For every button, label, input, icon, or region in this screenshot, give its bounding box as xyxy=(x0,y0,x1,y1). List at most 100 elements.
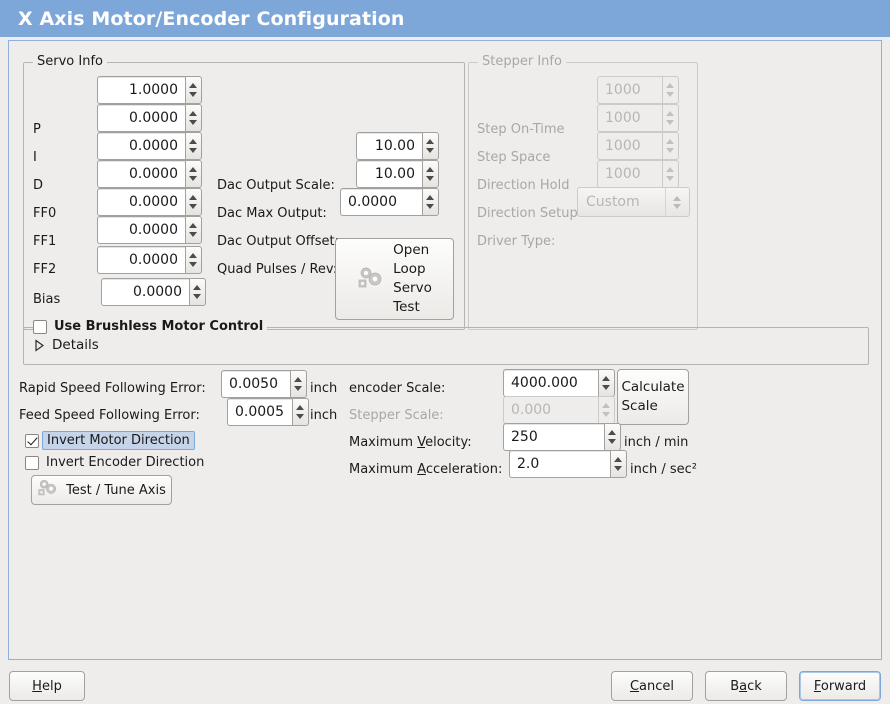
servo-input-i[interactable]: 0.0000 xyxy=(97,104,202,132)
spinner-down-icon[interactable] xyxy=(426,176,435,181)
spinner-up-icon[interactable] xyxy=(189,139,198,144)
spinner-up-icon[interactable] xyxy=(189,195,198,200)
spinner-up-icon[interactable] xyxy=(193,285,202,290)
dac-max-output-spinner[interactable] xyxy=(422,160,439,188)
back-button[interactable]: Back xyxy=(705,671,787,701)
servo-input-i-value[interactable]: 0.0000 xyxy=(97,104,185,132)
use-brushless-label: Use Brushless Motor Control xyxy=(54,319,264,334)
open-loop-servo-test-button[interactable]: Open Loop Servo Test xyxy=(335,238,454,320)
servo-input-p-spinner[interactable] xyxy=(185,76,202,104)
spinner-up-icon[interactable] xyxy=(426,167,435,172)
spinner-down-icon[interactable] xyxy=(608,439,617,444)
help-button[interactable]: Help xyxy=(9,671,85,701)
spinner-down-icon[interactable] xyxy=(614,466,623,471)
spinner-down-icon[interactable] xyxy=(602,385,611,390)
servo-input-ff2[interactable]: 0.0000 xyxy=(97,216,202,244)
servo-input-p[interactable]: 1.0000 xyxy=(97,76,202,104)
spinner-up-icon[interactable] xyxy=(602,376,611,381)
checkbox-box-icon[interactable] xyxy=(33,319,47,334)
test-tune-axis-button[interactable]: Test / Tune Axis xyxy=(31,475,172,505)
spinner-up-icon[interactable] xyxy=(189,253,198,258)
servo-input-ff1-value[interactable]: 0.0000 xyxy=(97,188,185,216)
servo-input-ff1-spinner[interactable] xyxy=(185,188,202,216)
feed-following-error-spinner[interactable] xyxy=(292,398,309,426)
details-expander[interactable]: Details xyxy=(34,337,99,353)
invert-motor-direction-checkbox[interactable]: Invert Motor Direction xyxy=(25,431,195,450)
servo-input-deadband[interactable]: 0.0000 xyxy=(101,278,206,306)
servo-input-p-value[interactable]: 1.0000 xyxy=(97,76,185,104)
cancel-button[interactable]: Cancel xyxy=(611,671,693,701)
chevron-right-icon[interactable] xyxy=(34,339,45,352)
checkbox-box-icon[interactable] xyxy=(25,455,39,470)
dac-output-scale-input[interactable]: 10.00 xyxy=(356,132,439,160)
maximum-acceleration-spinner[interactable] xyxy=(610,450,627,478)
servo-input-bias-spinner[interactable] xyxy=(185,246,202,274)
checkbox-box-icon[interactable] xyxy=(25,433,39,448)
spinner-up-icon[interactable] xyxy=(426,195,435,200)
servo-input-deadband-spinner[interactable] xyxy=(189,278,206,306)
dac-output-scale-value[interactable]: 10.00 xyxy=(356,132,422,160)
spinner-up-icon[interactable] xyxy=(296,405,305,410)
spinner-up-icon[interactable] xyxy=(189,223,198,228)
rapid-following-error-spinner[interactable] xyxy=(290,370,307,398)
servo-input-ff0-spinner[interactable] xyxy=(185,160,202,188)
feed-following-error-input[interactable]: 0.0005 xyxy=(227,398,309,426)
dac-max-output-input[interactable]: 10.00 xyxy=(356,160,439,188)
dac-output-offset-value[interactable]: 0.0000 xyxy=(340,188,422,216)
dac-output-offset-input[interactable]: 0.0000 xyxy=(340,188,439,216)
rapid-following-error-input[interactable]: 0.0050 xyxy=(221,370,307,398)
servo-input-bias[interactable]: 0.0000 xyxy=(97,246,202,274)
calculate-scale-button[interactable]: Calculate Scale xyxy=(617,369,689,425)
spinner-down-icon[interactable] xyxy=(189,204,198,209)
servo-input-d-value[interactable]: 0.0000 xyxy=(97,132,185,160)
maximum-acceleration-input[interactable]: 2.0 xyxy=(509,450,627,478)
forward-button[interactable]: Forward xyxy=(799,671,881,701)
spinner-down-icon[interactable] xyxy=(426,148,435,153)
dac-max-output-value[interactable]: 10.00 xyxy=(356,160,422,188)
servo-input-ff2-spinner[interactable] xyxy=(185,216,202,244)
spinner-down-icon[interactable] xyxy=(294,386,303,391)
spinner-down-icon[interactable] xyxy=(189,120,198,125)
spinner-up-icon[interactable] xyxy=(608,430,617,435)
spinner-down-icon[interactable] xyxy=(189,176,198,181)
servo-input-ff0-value[interactable]: 0.0000 xyxy=(97,160,185,188)
spinner-down-icon[interactable] xyxy=(189,232,198,237)
maximum-velocity-input[interactable]: 250 xyxy=(503,423,621,451)
use-brushless-checkbox[interactable]: Use Brushless Motor Control xyxy=(33,319,263,334)
servo-input-i-spinner[interactable] xyxy=(185,104,202,132)
spinner-up-icon[interactable] xyxy=(189,111,198,116)
spinner-up-icon[interactable] xyxy=(426,139,435,144)
invert-encoder-direction-checkbox[interactable]: Invert Encoder Direction xyxy=(25,455,204,470)
maximum-acceleration-value[interactable]: 2.0 xyxy=(509,450,610,478)
spinner-up-icon[interactable] xyxy=(189,167,198,172)
servo-input-ff2-value[interactable]: 0.0000 xyxy=(97,216,185,244)
spinner-up-icon[interactable] xyxy=(189,83,198,88)
rapid-following-error-value[interactable]: 0.0050 xyxy=(221,370,290,398)
servo-input-d[interactable]: 0.0000 xyxy=(97,132,202,160)
encoder-scale-input[interactable]: 4000.000 xyxy=(503,369,615,397)
maximum-velocity-value[interactable]: 250 xyxy=(503,423,604,451)
maximum-velocity-spinner[interactable] xyxy=(604,423,621,451)
dac-output-scale-spinner[interactable] xyxy=(422,132,439,160)
servo-input-bias-value[interactable]: 0.0000 xyxy=(97,246,185,274)
feed-following-error-value[interactable]: 0.0005 xyxy=(227,398,292,426)
encoder-scale-spinner[interactable] xyxy=(598,369,615,397)
spinner-up-icon[interactable] xyxy=(614,457,623,462)
direction-setup-input: 1000 xyxy=(597,160,679,188)
encoder-scale-value[interactable]: 4000.000 xyxy=(503,369,598,397)
spinner-down-icon[interactable] xyxy=(193,294,202,299)
servo-label-ff0: FF0 xyxy=(33,206,57,221)
spinner-down-icon[interactable] xyxy=(426,204,435,209)
step-space-label: Step Space xyxy=(477,150,551,165)
spinner-down-icon[interactable] xyxy=(189,262,198,267)
servo-input-ff0[interactable]: 0.0000 xyxy=(97,160,202,188)
spinner-down-icon[interactable] xyxy=(296,414,305,419)
spinner-down-icon[interactable] xyxy=(189,92,198,97)
servo-input-ff1[interactable]: 0.0000 xyxy=(97,188,202,216)
servo-input-deadband-value[interactable]: 0.0000 xyxy=(101,278,189,306)
step-space-value: 1000 xyxy=(597,104,662,132)
servo-input-d-spinner[interactable] xyxy=(185,132,202,160)
spinner-down-icon[interactable] xyxy=(189,148,198,153)
spinner-up-icon[interactable] xyxy=(294,377,303,382)
dac-output-offset-spinner[interactable] xyxy=(422,188,439,216)
